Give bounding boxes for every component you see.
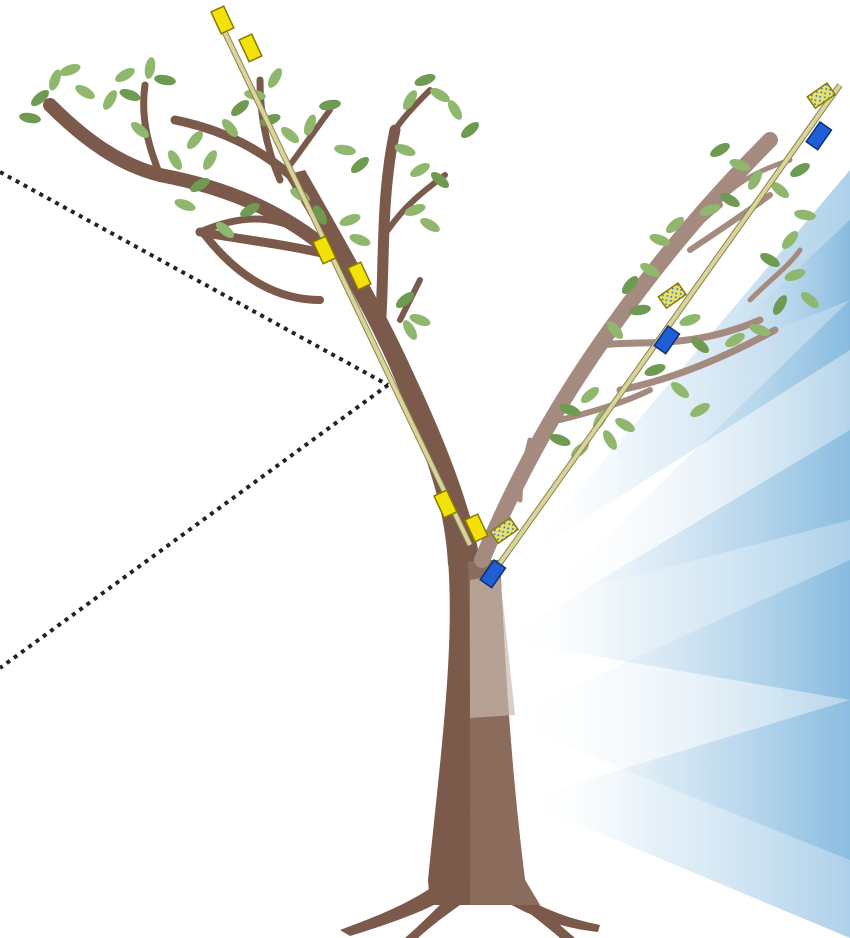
leaf bbox=[153, 73, 176, 87]
leaf bbox=[408, 160, 432, 180]
blue-sensor bbox=[654, 326, 679, 354]
leaf bbox=[348, 154, 371, 176]
leaf bbox=[165, 148, 185, 172]
leaf bbox=[708, 140, 732, 160]
leaf bbox=[318, 98, 341, 112]
leaf bbox=[118, 87, 142, 104]
leaf bbox=[143, 56, 157, 79]
leaf bbox=[100, 88, 120, 112]
leaf bbox=[58, 62, 82, 79]
leaf bbox=[73, 82, 97, 102]
leaf bbox=[228, 97, 251, 119]
leaf bbox=[418, 215, 442, 235]
leaf bbox=[338, 212, 362, 229]
yellow-sensor bbox=[239, 34, 262, 62]
leaf bbox=[265, 66, 285, 90]
leaf bbox=[278, 124, 301, 146]
leaf bbox=[678, 312, 702, 329]
leaf bbox=[18, 111, 41, 125]
leaf bbox=[184, 128, 206, 151]
leaf bbox=[173, 197, 197, 214]
leaf bbox=[458, 119, 481, 141]
leaf bbox=[788, 160, 812, 180]
leaf bbox=[113, 65, 137, 85]
leaf bbox=[200, 148, 220, 172]
shaded-trunk-overlay bbox=[470, 575, 515, 718]
leaf bbox=[578, 384, 601, 406]
speckled-sensor bbox=[807, 83, 835, 108]
left-branches bbox=[50, 80, 445, 330]
yellow-sensor bbox=[211, 6, 234, 34]
leaf bbox=[348, 232, 372, 249]
leaf bbox=[333, 143, 356, 157]
leaf bbox=[413, 72, 437, 89]
